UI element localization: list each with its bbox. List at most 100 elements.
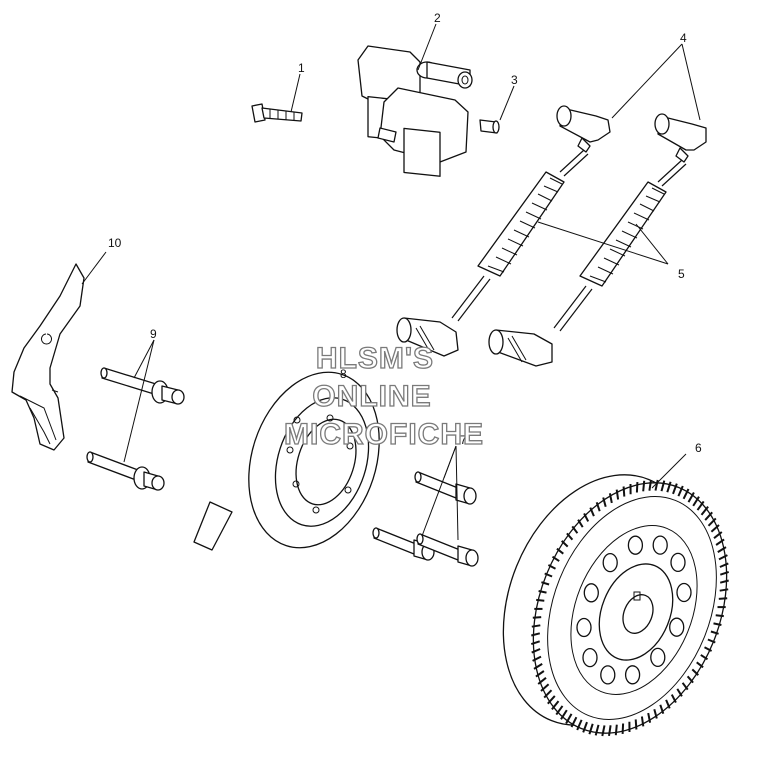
flywheel-tooth [555, 705, 564, 716]
watermark: HLSM'S ONLINE MICROFICHE [283, 341, 484, 451]
flywheel-tooth [541, 581, 550, 586]
flywheel-tooth [719, 579, 729, 584]
flywheel-hole [582, 647, 598, 668]
flywheel-tooth [615, 489, 620, 500]
callout-3: 3 [511, 73, 518, 87]
flywheel-tooth [691, 668, 699, 676]
flywheel-tooth [577, 519, 584, 528]
flywheel-tooth [547, 564, 556, 570]
flywheel-hole [650, 647, 666, 668]
flywheel-hole [627, 535, 644, 555]
flywheel-tooth [719, 570, 730, 576]
callout-1: 1 [298, 61, 305, 75]
callout-2: 2 [434, 11, 441, 25]
part-2-ignition-coil [357, 45, 473, 177]
part-4-5-spark-plug-wire-right [488, 113, 707, 367]
flywheel-tooth [710, 524, 720, 533]
flywheel-tooth [717, 546, 727, 553]
flywheel-tooth [660, 480, 666, 492]
flywheel-tooth [707, 517, 717, 527]
flywheel-hole [676, 582, 692, 603]
flywheel-tooth [560, 709, 568, 720]
flywheel-tooth [602, 497, 607, 508]
flywheel-tooth [704, 511, 713, 521]
flywheel-tooth [622, 486, 626, 497]
callout-4: 4 [680, 31, 687, 45]
flywheel-tooth [540, 683, 550, 692]
flywheel-tooth [594, 724, 600, 736]
flywheel-tooth [719, 588, 729, 592]
flywheel-tooth [648, 479, 652, 491]
flywheel-tooth [676, 688, 683, 697]
flywheel-tooth [700, 505, 709, 516]
part-7-bolt-bottom [416, 533, 479, 567]
flywheel-tooth [571, 525, 579, 534]
flywheel-tooth [543, 689, 553, 699]
flywheel-tooth [621, 723, 625, 734]
flywheel-tooth [544, 572, 553, 578]
flywheel-tooth [713, 622, 722, 626]
part-7-bolt-middle [372, 527, 435, 561]
flywheel-tooth [582, 721, 588, 733]
flywheel-tooth [634, 719, 638, 730]
flywheel-tooth [710, 630, 719, 635]
flywheel-hole [669, 617, 685, 637]
part-7-bolt-top [414, 471, 477, 505]
flywheel-tooth [566, 532, 574, 541]
flywheel-tooth [588, 723, 594, 735]
part-10-bracket [11, 263, 85, 451]
flywheel-tooth [707, 638, 716, 644]
flywheel-tooth [537, 677, 547, 685]
flywheel-tooth [682, 488, 690, 500]
flywheel-hole [670, 552, 686, 573]
flywheel-tooth [687, 492, 695, 503]
flywheel-tooth [535, 670, 545, 678]
leader-lines [81, 23, 701, 541]
flywheel-tooth [719, 562, 729, 568]
flywheel-hole [602, 552, 618, 573]
flywheel-tooth [696, 661, 704, 669]
flywheel-tooth [561, 540, 569, 548]
callout-10: 10 [108, 236, 122, 250]
flywheel-tooth [531, 632, 541, 637]
flywheel-tooth [718, 597, 728, 600]
flywheel-tooth [715, 538, 725, 546]
flywheel-tooth [659, 704, 665, 715]
callout-9: 9 [150, 327, 157, 341]
flywheel-tooth [551, 700, 560, 711]
part-1-bolt [251, 103, 303, 123]
flywheel-tooth [677, 485, 684, 497]
part-8-stator [193, 371, 380, 551]
flywheel-tooth [654, 479, 659, 491]
flywheel-tooth [536, 598, 545, 602]
flywheel-tooth [718, 554, 728, 561]
flywheel-tooth [647, 712, 652, 723]
callout-7: 7 [460, 433, 467, 447]
flywheel-tooth [700, 654, 709, 661]
flywheel-tooth [589, 507, 595, 517]
flywheel-tooth [595, 501, 601, 512]
flywheel-tooth [530, 640, 541, 646]
flywheel-tooth [608, 725, 612, 737]
flywheel-tooth [665, 699, 671, 709]
flywheel-tooth [640, 716, 645, 727]
part-6-flywheel [502, 474, 730, 737]
flywheel-tooth [670, 694, 677, 704]
flywheel-tooth [681, 682, 689, 691]
flywheel-tooth [531, 648, 541, 654]
part-4-5-spark-plug-wire-left [396, 105, 611, 357]
flywheel-tooth [686, 675, 694, 684]
flywheel-tooth [533, 663, 543, 670]
flywheel-tooth [614, 724, 618, 736]
flywheel-tooth [538, 590, 547, 594]
flywheel-tooth [715, 614, 724, 618]
flywheel-tooth [547, 695, 556, 705]
flywheel-hole [624, 665, 641, 685]
flywheel-hole [600, 665, 616, 685]
flywheel-tooth [635, 482, 639, 493]
flywheel-tooth [642, 480, 646, 492]
watermark-line-3: MICROFICHE [284, 418, 484, 451]
callout-6: 6 [695, 441, 702, 455]
flywheel-tooth [601, 725, 606, 737]
flywheel-tooth [556, 547, 564, 555]
